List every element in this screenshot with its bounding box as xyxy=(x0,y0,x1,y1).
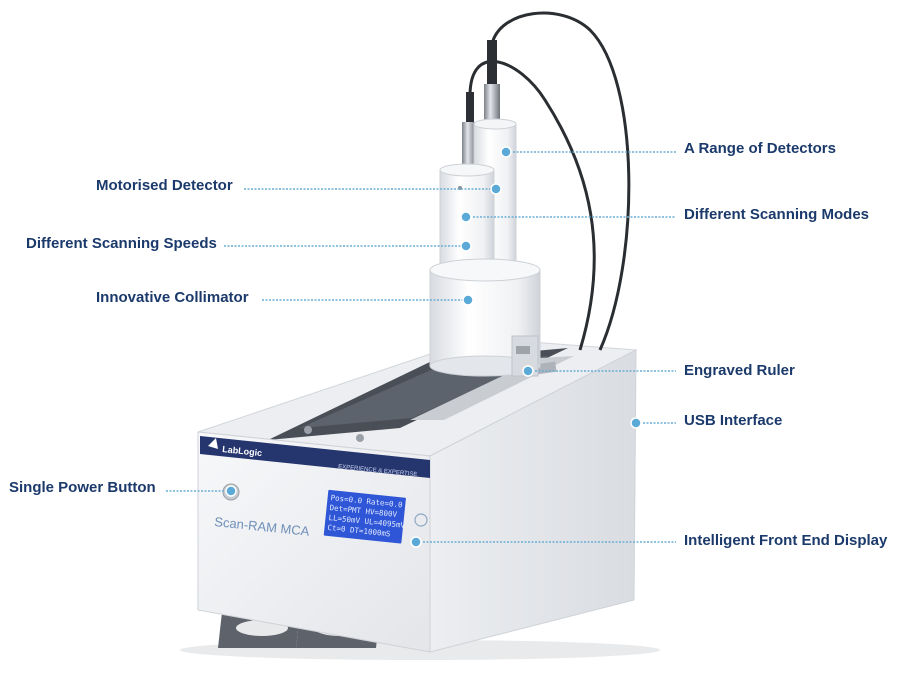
detector-cable-1 xyxy=(490,11,631,351)
leader-dots xyxy=(225,146,642,548)
callout-intelligent-front-end-display: Intelligent Front End Display xyxy=(684,532,888,549)
callout-different-scanning-speeds: Different Scanning Speeds xyxy=(26,235,217,252)
logo-text: LabLogic xyxy=(222,444,263,458)
leader-lines xyxy=(166,151,676,543)
detector-cable-2 xyxy=(468,60,596,351)
display-button[interactable] xyxy=(414,513,428,527)
brand-band xyxy=(200,436,430,478)
housing-front xyxy=(197,431,431,653)
callout-range-of-detectors: A Range of Detectors xyxy=(684,140,836,157)
callout-different-scanning-modes: Different Scanning Modes xyxy=(684,206,870,223)
callout-motorised-detector: Motorised Detector xyxy=(96,177,233,194)
logo-mark xyxy=(208,438,218,449)
callout-innovative-collimator: Innovative Collimator xyxy=(96,289,249,306)
connector-right xyxy=(484,84,500,124)
callout-single-power-button: Single Power Button xyxy=(9,479,156,496)
front-display: Pos=0.0 Rate=0.0 Det=PMT HV=800V LL=50mV… xyxy=(323,489,406,544)
callout-engraved-ruler: Engraved Ruler xyxy=(684,362,795,379)
callout-usb-interface: USB Interface xyxy=(684,412,783,429)
connector-left xyxy=(462,122,476,168)
